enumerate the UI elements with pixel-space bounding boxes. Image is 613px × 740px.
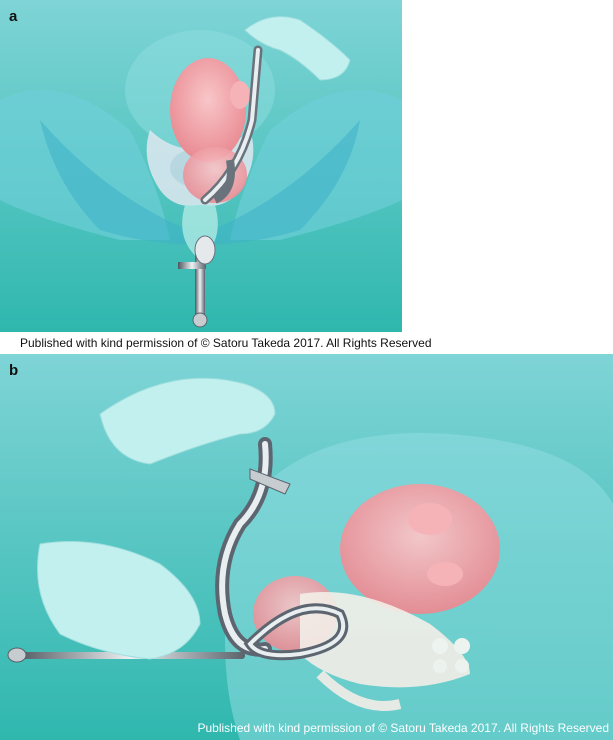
image-credit-a: Published with kind permission of © Sato…	[20, 336, 432, 350]
image-credit-b: Published with kind permission of © Sato…	[197, 721, 609, 735]
vacuum-forceps-front-view-illustration	[0, 0, 402, 332]
panel-label-b: b	[9, 362, 19, 379]
lower-operator-hand	[37, 541, 201, 660]
forceps-instrument	[178, 45, 263, 328]
upper-operator-hand	[99, 377, 276, 465]
panel-label-a: a	[9, 8, 18, 25]
perineum	[40, 120, 360, 245]
illustration-panel-b: b Published with kind permission of © Sa…	[0, 354, 613, 740]
illustration-panel-a: a	[0, 0, 402, 332]
forceps-side-view-illustration	[0, 354, 613, 740]
forceps-instrument	[7, 437, 349, 663]
operator-hand	[244, 16, 351, 81]
